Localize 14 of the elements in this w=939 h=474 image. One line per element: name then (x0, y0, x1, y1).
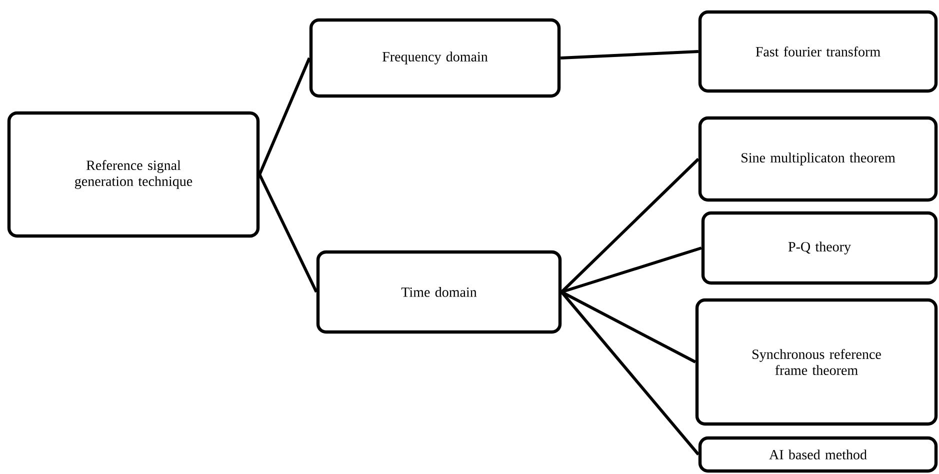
connector-line (560, 50, 698, 60)
process-box: AI based method (698, 436, 938, 473)
connector-line (258, 174, 318, 293)
process-box: Frequency domain (309, 18, 561, 98)
process-box: Time domain (316, 250, 562, 334)
connector-line (560, 158, 700, 294)
connector-line (560, 291, 700, 456)
connector-line (258, 57, 311, 176)
process-box: Synchronous reference frame theorem (695, 298, 938, 426)
process-box: Fast fourier transform (698, 10, 938, 93)
process-box: Sine multiplicaton theorem (698, 116, 938, 202)
process-box: Reference signal generation technique (7, 111, 260, 238)
connector-line (561, 246, 702, 294)
process-box: P-Q theory (701, 211, 938, 285)
